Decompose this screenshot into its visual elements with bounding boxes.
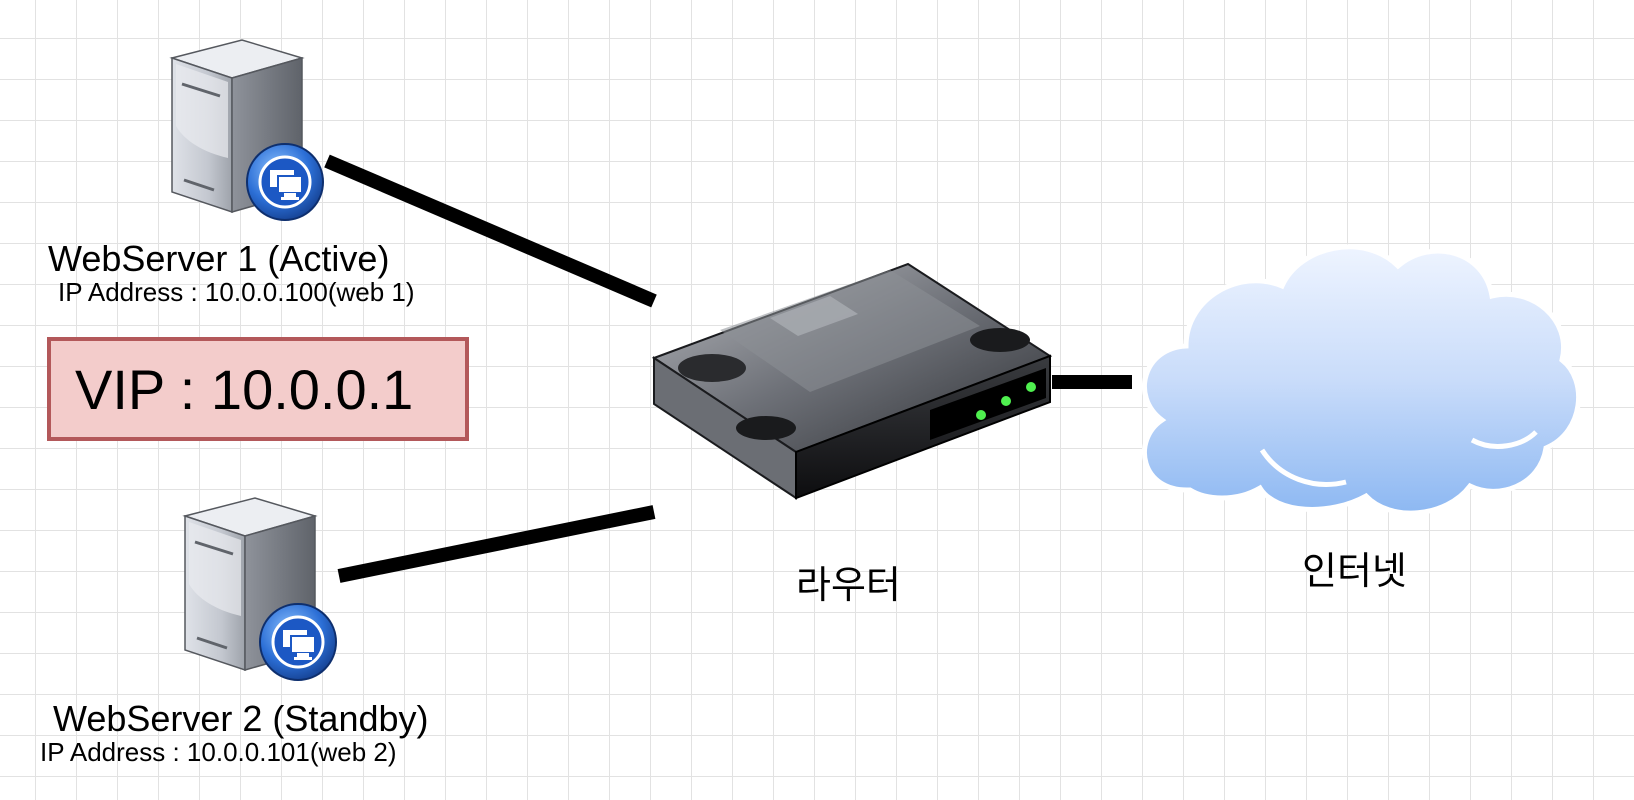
router-icon [651, 262, 1053, 500]
webserver-1-ip: IP Address : 10.0.0.100(web 1) [58, 277, 415, 307]
router-label: 라우터 [796, 565, 901, 607]
link-server1-router [324, 154, 657, 308]
webserver-1-title: WebServer 1 (Active) [48, 238, 390, 279]
webserver-2-ip: IP Address : 10.0.0.101(web 2) [40, 737, 397, 767]
webserver-2-monitor-badge-icon [259, 603, 337, 681]
vip-label: VIP : 10.0.0.1 [75, 357, 414, 421]
webserver-2-title: WebServer 2 (Standby) [53, 698, 429, 739]
webserver-1-monitor-badge-icon [246, 143, 324, 221]
router-led-3 [1026, 382, 1036, 392]
internet-cloud-icon [1142, 244, 1582, 516]
router-led-2 [1001, 396, 1011, 406]
vip-box: VIP : 10.0.0.1 [47, 337, 469, 441]
router-led-1 [976, 410, 986, 420]
link-server2-router [337, 505, 656, 583]
internet-label: 인터넷 [1302, 551, 1407, 593]
